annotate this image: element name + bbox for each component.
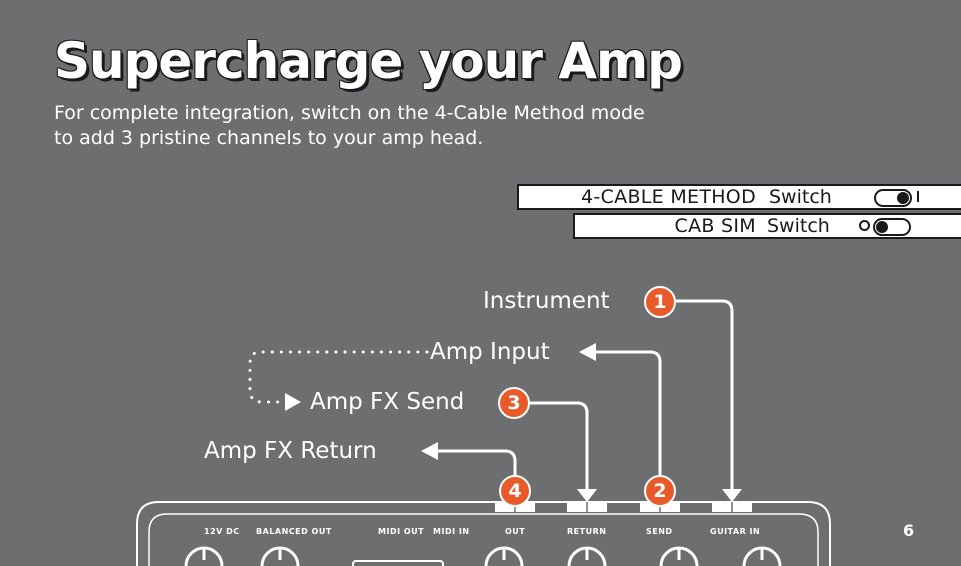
badge-4: 4 [499,475,531,507]
label-amp-fx-send: Amp FX Send [310,389,465,415]
panel-label-balanced-out: BALANCED OUT [256,527,332,536]
badge-3: 3 [498,387,530,419]
switch-word: Switch [767,215,830,237]
arrow-left-icon [421,442,438,460]
panel-label-guitar-in: GUITAR IN [710,527,761,536]
switch-row-cab-sim: CAB SIM Switch [573,213,961,239]
label-amp-fx-return: Amp FX Return [204,438,377,464]
off-indicator-icon [859,220,870,231]
subtitle-line-1: For complete integration, switch on the … [54,102,645,124]
switch-word: Switch [769,186,832,208]
badge-1: 1 [644,286,676,318]
subtitle-line-2: to add 3 pristine channels to your amp h… [54,127,484,149]
toggle-4-cable-method[interactable] [874,189,912,207]
fx-send-cable [528,401,589,490]
arrow-right-icon [285,393,301,411]
page-subtitle: For complete integration, switch on the … [54,101,645,151]
on-indicator-icon [917,191,919,202]
panel-label-out: OUT [505,527,526,536]
panel-label-12v-dc: 12V DC [204,527,240,536]
panel-label-midi-out: MIDI OUT [378,527,425,536]
panel-label-send: SEND [646,527,673,536]
panel-label-return: RETURN [567,527,607,536]
fx-return-cable [434,449,517,477]
instrument-cable [676,299,734,490]
label-instrument: Instrument [483,288,610,314]
label-amp-input: Amp Input [430,339,550,365]
page-title: Supercharge your Amp [54,32,683,90]
switch-name: CAB SIM [674,215,756,237]
amp-input-cable [592,350,662,478]
switch-name: 4-CABLE METHOD [581,186,756,208]
toggle-cab-sim[interactable] [873,218,911,236]
panel-label-midi-in: MIDI IN [433,527,470,536]
device-panel [136,501,831,566]
arrow-down-icon [577,489,597,502]
switch-row-4-cable: 4-CABLE METHOD Switch [517,184,961,210]
arrow-left-icon [579,343,596,361]
page-number: 6 [903,521,915,540]
arrow-down-icon [722,489,742,502]
toggle-knob [897,192,909,204]
badge-2: 2 [644,475,676,507]
toggle-knob [876,221,888,233]
